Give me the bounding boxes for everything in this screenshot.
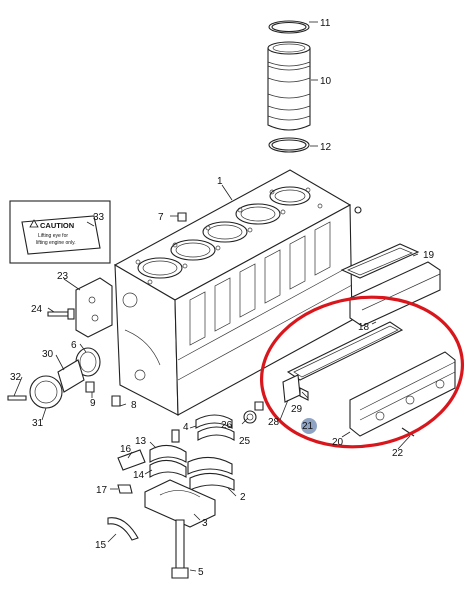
cylinder-block [113,169,353,416]
lifting-eye-plate [75,277,113,338]
callout-7[interactable]: 7 [158,212,164,223]
block-side-face [174,204,353,416]
callout-32[interactable]: 32 [10,372,22,383]
cap-bolt-5 [175,519,185,569]
callout-15[interactable]: 15 [95,540,107,551]
seal-25 [243,410,257,424]
caution-decal [21,215,101,255]
callout-labels: 11 10 12 1 7 33 23 24 6 30 32 31 9 8 19 … [10,18,435,578]
cylinder-liner-assembly [267,20,311,153]
callout-26[interactable]: 26 [221,420,233,431]
side-cover-18 [349,261,441,327]
callout-11[interactable]: 11 [320,18,331,29]
callout-24[interactable]: 24 [31,304,43,315]
plug-8 [111,395,121,407]
callout-14[interactable]: 14 [133,470,145,481]
thrust-washer-15 [107,517,139,541]
callout-10[interactable]: 10 [320,76,332,87]
cover-20 [349,351,456,437]
main-bearing-cap-3 [144,479,216,528]
caution-title: CAUTION [40,221,74,230]
callout-6[interactable]: 6 [71,340,77,351]
cylinder-liner [267,47,311,131]
small-fasteners [111,206,362,407]
caution-line-2: lifting engine only. [36,240,76,246]
plug-top [354,206,362,214]
pump-assembly [7,347,101,409]
callout-16[interactable]: 16 [120,444,132,455]
callout-13[interactable]: 13 [135,436,147,447]
callout-3[interactable]: 3 [202,518,208,529]
bolt-24 [47,311,69,317]
cover-30 [57,359,85,393]
callout-2[interactable]: 2 [240,492,246,503]
bolt-17 [117,484,133,494]
caution-line-1: Lifting eye for [38,233,68,239]
callout-8[interactable]: 8 [131,400,137,411]
callout-leaders [13,21,419,572]
oil-seal-assembly [243,401,264,424]
cover-plate-26 [282,374,301,403]
highlighted-cover-group [259,295,465,449]
thrust-bearing-13 [149,444,187,463]
warning-triangle-icon [29,219,39,228]
callout-12[interactable]: 12 [320,142,332,153]
bearing-shell-4a [195,414,233,429]
callout-29[interactable]: 29 [291,404,303,415]
callout-21[interactable]: 21 [302,421,314,432]
callout-31[interactable]: 31 [32,418,44,429]
caution-label-frame [9,200,111,264]
callout-23[interactable]: 23 [57,271,69,282]
callout-22[interactable]: 22 [392,448,404,459]
bearing-shell-2 [187,456,233,475]
caution-label-box: CAUTION Lifting eye for lifting engine o… [9,200,111,264]
bearing-shell-14 [149,459,187,478]
callout-4[interactable]: 4 [183,422,189,433]
gasket-19 [340,243,420,279]
callout-18[interactable]: 18 [358,322,370,333]
plug-9 [85,381,95,393]
callout-20[interactable]: 20 [332,437,344,448]
bolt-32 [7,395,27,401]
bearing-shell-4b [197,426,235,441]
callout-1[interactable]: 1 [217,176,223,187]
upper-side-cover [340,243,441,327]
callout-5[interactable]: 5 [198,567,204,578]
callout-25[interactable]: 25 [239,436,251,447]
callout-17[interactable]: 17 [96,485,108,496]
selected-callout-marker[interactable] [301,418,317,434]
callout-33[interactable]: 33 [93,212,105,223]
highlight-ellipse [259,295,465,449]
callout-9[interactable]: 9 [90,398,96,409]
callout-28[interactable]: 28 [268,417,280,428]
bracket-16 [117,449,146,471]
callout-30[interactable]: 30 [42,349,54,360]
plug-7 [177,212,187,222]
front-plate-assembly [47,277,113,338]
bearing-set [107,414,235,579]
callout-19[interactable]: 19 [423,250,435,261]
